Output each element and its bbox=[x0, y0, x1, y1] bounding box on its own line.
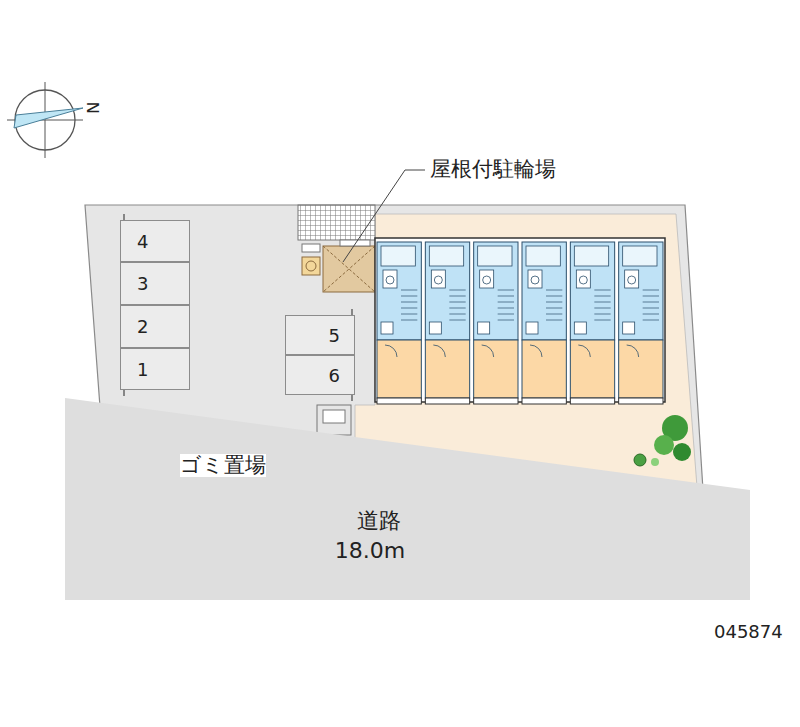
road-name: 道路 bbox=[308, 506, 450, 536]
space-number: 3 bbox=[137, 273, 148, 294]
compass bbox=[7, 82, 83, 158]
callout-label: 屋根付駐輪場 bbox=[430, 158, 556, 181]
road-shape bbox=[65, 398, 750, 600]
parking-space: 4 bbox=[120, 220, 190, 262]
parking-space: 2 bbox=[120, 305, 190, 348]
leader-line bbox=[343, 170, 425, 262]
space-number: 4 bbox=[137, 231, 148, 252]
space-number: 6 bbox=[329, 365, 340, 386]
bike-shed-roof bbox=[298, 205, 375, 240]
space-number: 1 bbox=[137, 359, 148, 380]
apartment-building bbox=[375, 238, 665, 404]
bike-rack bbox=[302, 244, 320, 252]
bike-rack bbox=[340, 240, 370, 246]
space-number: 5 bbox=[329, 325, 340, 346]
parking-space: 1 bbox=[120, 348, 190, 390]
north-mark: N bbox=[83, 102, 101, 114]
parking-space: 5 bbox=[285, 315, 355, 355]
meter-box bbox=[302, 257, 320, 275]
road-width: 18.0m bbox=[290, 536, 450, 566]
parking-space: 3 bbox=[120, 262, 190, 305]
space-number: 2 bbox=[137, 316, 148, 337]
map-number: 045874 bbox=[714, 622, 783, 642]
callout-label: ゴミ置場 bbox=[180, 454, 266, 477]
tree bbox=[634, 415, 691, 466]
trash-area bbox=[317, 405, 351, 435]
road: 道路18.0m bbox=[65, 398, 750, 600]
parking-space: 6 bbox=[285, 355, 355, 395]
